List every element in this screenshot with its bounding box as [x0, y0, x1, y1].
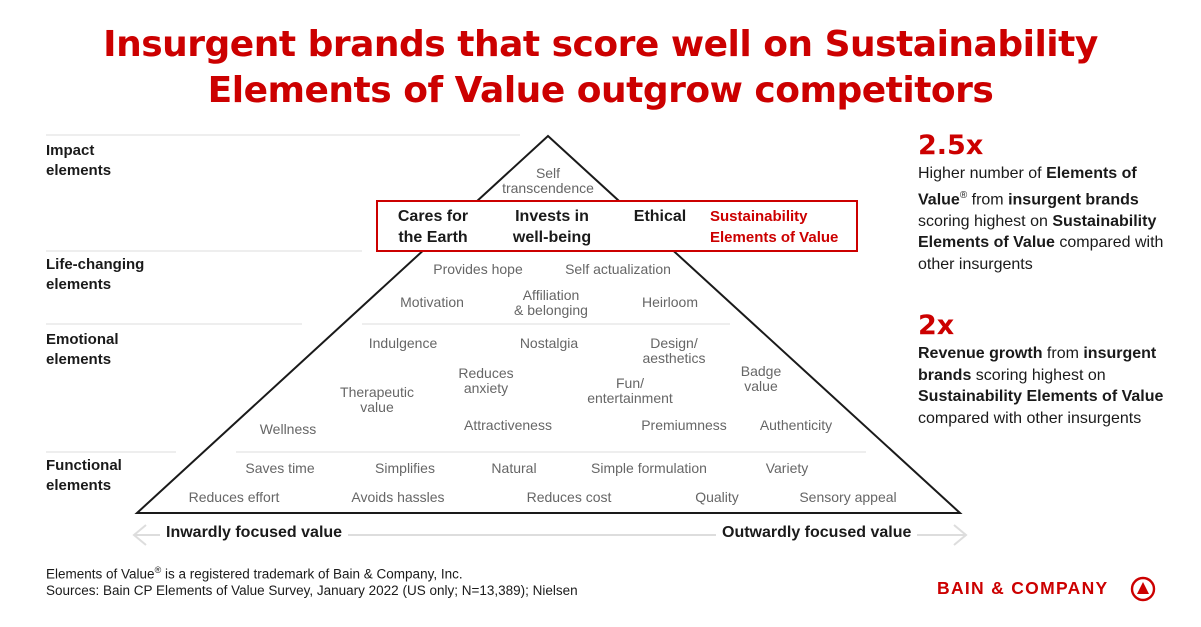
page-title: Insurgent brands that score well on Sust…: [0, 22, 1201, 114]
label-reduces-cost: Reduces cost: [527, 489, 612, 505]
axis-right-label: Outwardly focused value: [716, 524, 918, 542]
label-nostalgia: Nostalgia: [520, 335, 579, 351]
category-impact: Impact elements: [46, 142, 112, 179]
label-self-transcendence-2: transcendence: [502, 180, 594, 196]
label-reduces-anxiety: Reduces: [458, 365, 513, 381]
label-premiumness: Premiumness: [641, 417, 727, 433]
label-affiliation: Affiliation: [523, 287, 580, 303]
highlight-cares-for-earth: Cares for the Earth: [397, 208, 469, 246]
pyramid-outline: [134, 134, 963, 514]
label-indulgence: Indulgence: [369, 335, 438, 351]
footnote-trademark: Elements of Value® is a registered trade…: [46, 565, 463, 582]
label-affiliation-2: & belonging: [514, 302, 588, 318]
label-reduces-anxiety-2: anxiety: [464, 380, 508, 396]
title-line-1: Insurgent brands that score well on Sust…: [103, 24, 1098, 65]
label-authenticity: Authenticity: [760, 417, 832, 433]
label-badge: Badge: [741, 363, 782, 379]
label-fun: Fun/: [616, 375, 644, 391]
stat-2-text: Revenue growth from insurgent brands sco…: [918, 345, 1164, 427]
label-fun-2: entertainment: [587, 390, 673, 406]
label-avoids-hassles: Avoids hassles: [351, 489, 444, 505]
label-simple-formulation: Simple formulation: [591, 460, 707, 476]
footnote-sources: Sources: Bain CP Elements of Value Surve…: [46, 583, 578, 598]
label-design-2: aesthetics: [642, 350, 705, 366]
label-provides-hope: Provides hope: [433, 261, 523, 277]
stat-1-text: Higher number of Elements of Value® from…: [918, 165, 1164, 273]
sustainability-highlight-box: [376, 200, 858, 252]
stat-1-value: 2.5x: [918, 130, 984, 161]
label-saves-time: Saves time: [245, 460, 314, 476]
highlight-ethical: Ethical: [633, 208, 687, 225]
bain-logo-icon: [1130, 576, 1156, 602]
label-simplifies: Simplifies: [375, 460, 435, 476]
label-reduces-effort: Reduces effort: [189, 489, 280, 505]
title-line-2: Elements of Value outgrow competitors: [207, 70, 994, 111]
label-natural: Natural: [491, 460, 536, 476]
category-life-changing: Life-changing elements: [46, 256, 145, 293]
label-therapeutic: Therapeutic: [340, 384, 414, 400]
label-self-transcendence: Self: [536, 165, 560, 181]
label-wellness: Wellness: [260, 421, 317, 437]
label-motivation: Motivation: [400, 294, 464, 310]
highlight-label: Sustainability Elements of Value: [710, 208, 839, 246]
label-attractiveness: Attractiveness: [464, 417, 552, 433]
label-self-actualization: Self actualization: [565, 261, 671, 277]
label-badge-2: value: [744, 378, 778, 394]
label-design: Design/: [650, 335, 698, 351]
highlight-invests-in-wellbeing: Invests in well-being: [512, 208, 592, 246]
category-emotional: Emotional elements: [46, 331, 119, 368]
arrow-right-icon: [953, 524, 968, 546]
category-functional: Functional elements: [46, 457, 122, 494]
stat-2-value: 2x: [918, 310, 955, 341]
bain-logo-text: BAIN & COMPANY: [937, 578, 1109, 598]
arrow-left-icon: [132, 524, 147, 546]
axis-left-label: Inwardly focused value: [160, 524, 349, 542]
label-variety: Variety: [766, 460, 809, 476]
label-quality: Quality: [695, 489, 739, 505]
label-heirloom: Heirloom: [642, 294, 698, 310]
label-therapeutic-2: value: [360, 399, 394, 415]
label-sensory-appeal: Sensory appeal: [799, 489, 896, 505]
